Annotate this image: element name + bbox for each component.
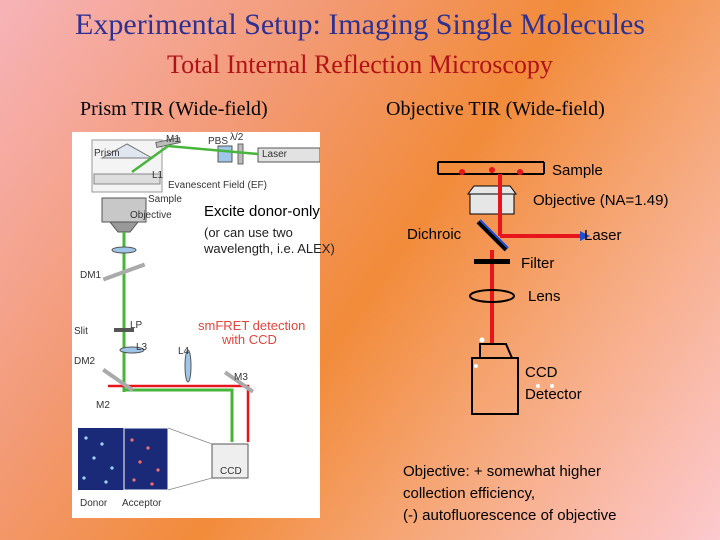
label-detector: Detector <box>525 386 582 403</box>
label-pbs: PBS <box>208 136 229 147</box>
dichroic-coating <box>479 219 509 249</box>
dichroic-dm2 <box>102 368 134 392</box>
dichroic-dm1 <box>102 262 146 282</box>
prism-tir-heading: Prism TIR (Wide-field) <box>80 98 268 120</box>
label-sample-left: Sample <box>148 194 182 205</box>
emission-filter <box>474 259 510 264</box>
ccd-spot-2 <box>474 364 478 368</box>
objective-tir-heading: Objective TIR (Wide-field) <box>386 98 605 120</box>
mirror-m3 <box>223 370 255 394</box>
sample-molecules <box>459 167 523 175</box>
objective-note-line-3: (-) autofluorescence of objective <box>403 507 617 524</box>
objective-body <box>469 193 515 215</box>
label-laser-right: Laser <box>584 227 622 244</box>
pbs-cube <box>217 145 233 163</box>
laser-box <box>257 147 320 163</box>
objective-note-line-1: Objective: + somewhat higher <box>403 463 602 480</box>
label-filter: Filter <box>521 255 555 272</box>
label-lens: Lens <box>528 288 561 305</box>
objective-top <box>467 185 517 195</box>
label-m2: M2 <box>96 400 110 411</box>
label-ccd: CCD <box>525 364 558 381</box>
label-objective-left: Objective <box>130 210 172 221</box>
prism-tir-drawing <box>78 136 320 491</box>
ccd-detector-body <box>471 357 519 415</box>
label-smfret: smFRET detection <box>198 318 306 333</box>
prism-shape <box>100 143 154 159</box>
tube-lens <box>469 289 515 303</box>
dichroic-mirror <box>476 220 508 252</box>
label-m1: M1 <box>166 134 180 145</box>
label-smfret-ccd: with CCD <box>222 332 277 347</box>
donor-spots <box>82 436 114 484</box>
label-l3: L3 <box>136 342 148 353</box>
slit <box>114 328 134 332</box>
donor-path <box>124 388 234 442</box>
label-ccd-left: CCD <box>220 466 242 477</box>
label-acceptor: Acceptor <box>122 498 162 509</box>
waveplate <box>237 143 244 165</box>
page-subtitle: Total Internal Reflection Microscopy <box>167 50 553 79</box>
sample-slide <box>93 173 161 185</box>
objective-tip <box>108 221 140 233</box>
page-title: Experimental Setup: Imaging Single Molec… <box>75 8 645 41</box>
label-slit: Slit <box>74 326 88 337</box>
ccd-detector-nose <box>479 343 513 359</box>
label-dm1: DM1 <box>80 270 102 281</box>
lens-l2 <box>111 246 137 254</box>
label-dm2: DM2 <box>74 356 96 367</box>
ccd-camera <box>211 443 249 479</box>
label-sample-right: Sample <box>552 162 603 179</box>
ccd-spot-1 <box>479 337 485 343</box>
prism-tir-diagram: Prism M1 PBS λ/2 Laser L1 Evanescent Fie… <box>72 132 320 518</box>
objective-note: Objective: + somewhat higher collection … <box>403 461 616 527</box>
excite-note: (or can use two wavelength, i.e. ALEX) <box>204 225 335 257</box>
label-lambda2: λ/2 <box>230 132 244 143</box>
label-objective-na: Objective (NA=1.49) <box>533 192 669 209</box>
lens-l4 <box>184 349 192 383</box>
label-prism: Prism <box>94 148 120 159</box>
label-donor: Donor <box>80 498 108 509</box>
excite-donor-label: Excite donor-only <box>204 203 320 220</box>
label-dichroic: Dichroic <box>407 226 462 243</box>
label-lp: LP <box>130 320 143 331</box>
label-laser-left: Laser <box>262 149 288 160</box>
label-m3: M3 <box>234 372 248 383</box>
image-connector-top <box>167 427 213 445</box>
label-ef: Evanescent Field (EF) <box>168 180 267 191</box>
excite-note-line-1: (or can use two <box>204 225 293 240</box>
label-l4: L4 <box>178 346 190 357</box>
label-l1: L1 <box>152 170 164 181</box>
lens-l3 <box>119 346 145 354</box>
excite-note-line-2: wavelength, i.e. ALEX) <box>204 241 335 256</box>
acceptor-channel-image <box>123 427 169 491</box>
excitation-beam <box>131 144 259 174</box>
objective-note-line-2: collection efficiency, <box>403 485 536 502</box>
image-connector-bottom <box>167 477 213 491</box>
acceptor-spots <box>130 438 160 486</box>
